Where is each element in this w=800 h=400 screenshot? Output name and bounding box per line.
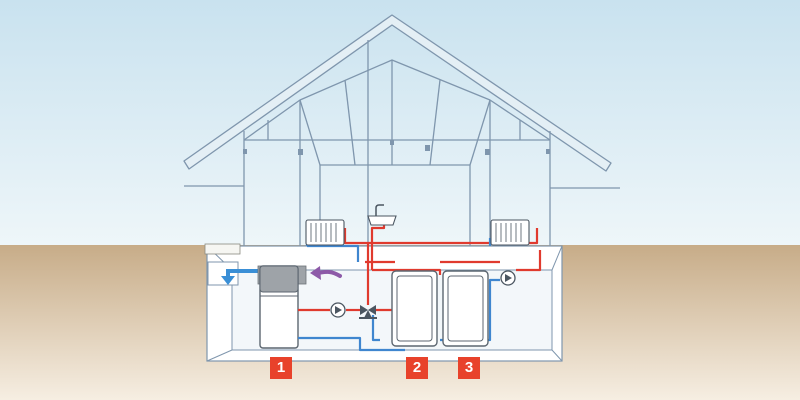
valve-base <box>359 317 377 319</box>
pump-icon <box>330 302 346 318</box>
exhaust-air-arrow <box>226 269 260 280</box>
storage-tank <box>391 270 438 347</box>
buffer-tank-label: 3 <box>458 357 480 379</box>
hot-water-pipes <box>298 225 542 332</box>
radiator-left <box>305 219 345 246</box>
radiator-right <box>490 219 530 246</box>
sky <box>0 0 800 245</box>
buffer-tank <box>442 270 489 347</box>
radiator-icon <box>305 219 345 246</box>
valve-icon <box>360 305 376 318</box>
pump-icon <box>500 270 516 286</box>
fan-icon <box>259 265 299 293</box>
roof <box>183 14 612 172</box>
intake-arrow-head <box>310 266 321 280</box>
sink-icon <box>367 204 397 226</box>
storage-tank-label: 2 <box>406 357 428 379</box>
beam-ticks <box>243 140 550 155</box>
heat-pump-label: 1 <box>270 357 292 379</box>
radiator-icon <box>490 219 530 246</box>
exhaust-arrow-head <box>221 276 235 285</box>
